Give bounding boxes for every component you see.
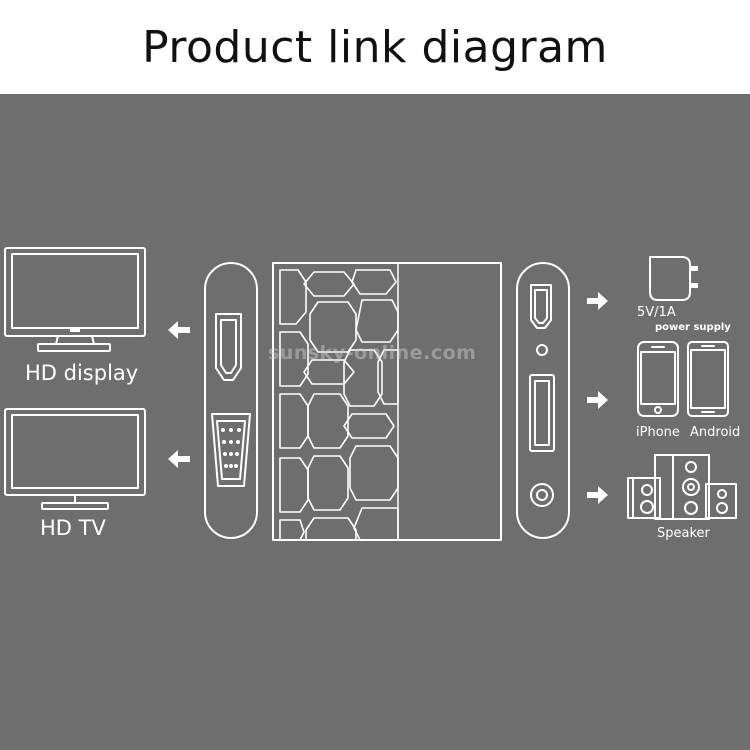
arrow-icon: [587, 292, 608, 504]
vga-port-icon: [211, 413, 251, 487]
usb-port-icon: [529, 374, 555, 452]
device-left-side: [204, 262, 258, 539]
diagram-panel: [0, 94, 750, 750]
monitor-icon: [4, 247, 146, 352]
power-label: 5V/1A: [637, 305, 676, 320]
device-right-side: [516, 262, 570, 539]
hdmi-port-icon: [215, 313, 242, 381]
iphone-icon: [637, 341, 679, 417]
led-indicator: [536, 344, 548, 356]
power-supply-label: power supply: [655, 322, 731, 333]
hd-tv-label: HD TV: [40, 516, 106, 540]
android-phone-icon: [687, 341, 729, 417]
android-label: Android: [690, 425, 741, 440]
speaker-icon: [627, 454, 737, 520]
title-bar: Product link diagram: [0, 0, 750, 94]
hdmi-port-icon: [530, 284, 552, 329]
iphone-label: iPhone: [636, 425, 680, 440]
diagram-title: Product link diagram: [142, 21, 608, 73]
device-top-face: [272, 262, 502, 541]
watermark: sunsky-online.com: [268, 342, 477, 364]
arrow-icon: [168, 321, 190, 468]
tv-icon: [4, 408, 146, 510]
hd-display-label: HD display: [25, 361, 139, 385]
power-adapter-icon: [649, 256, 698, 301]
audio-jack-icon: [530, 483, 554, 507]
speaker-label: Speaker: [657, 526, 710, 541]
